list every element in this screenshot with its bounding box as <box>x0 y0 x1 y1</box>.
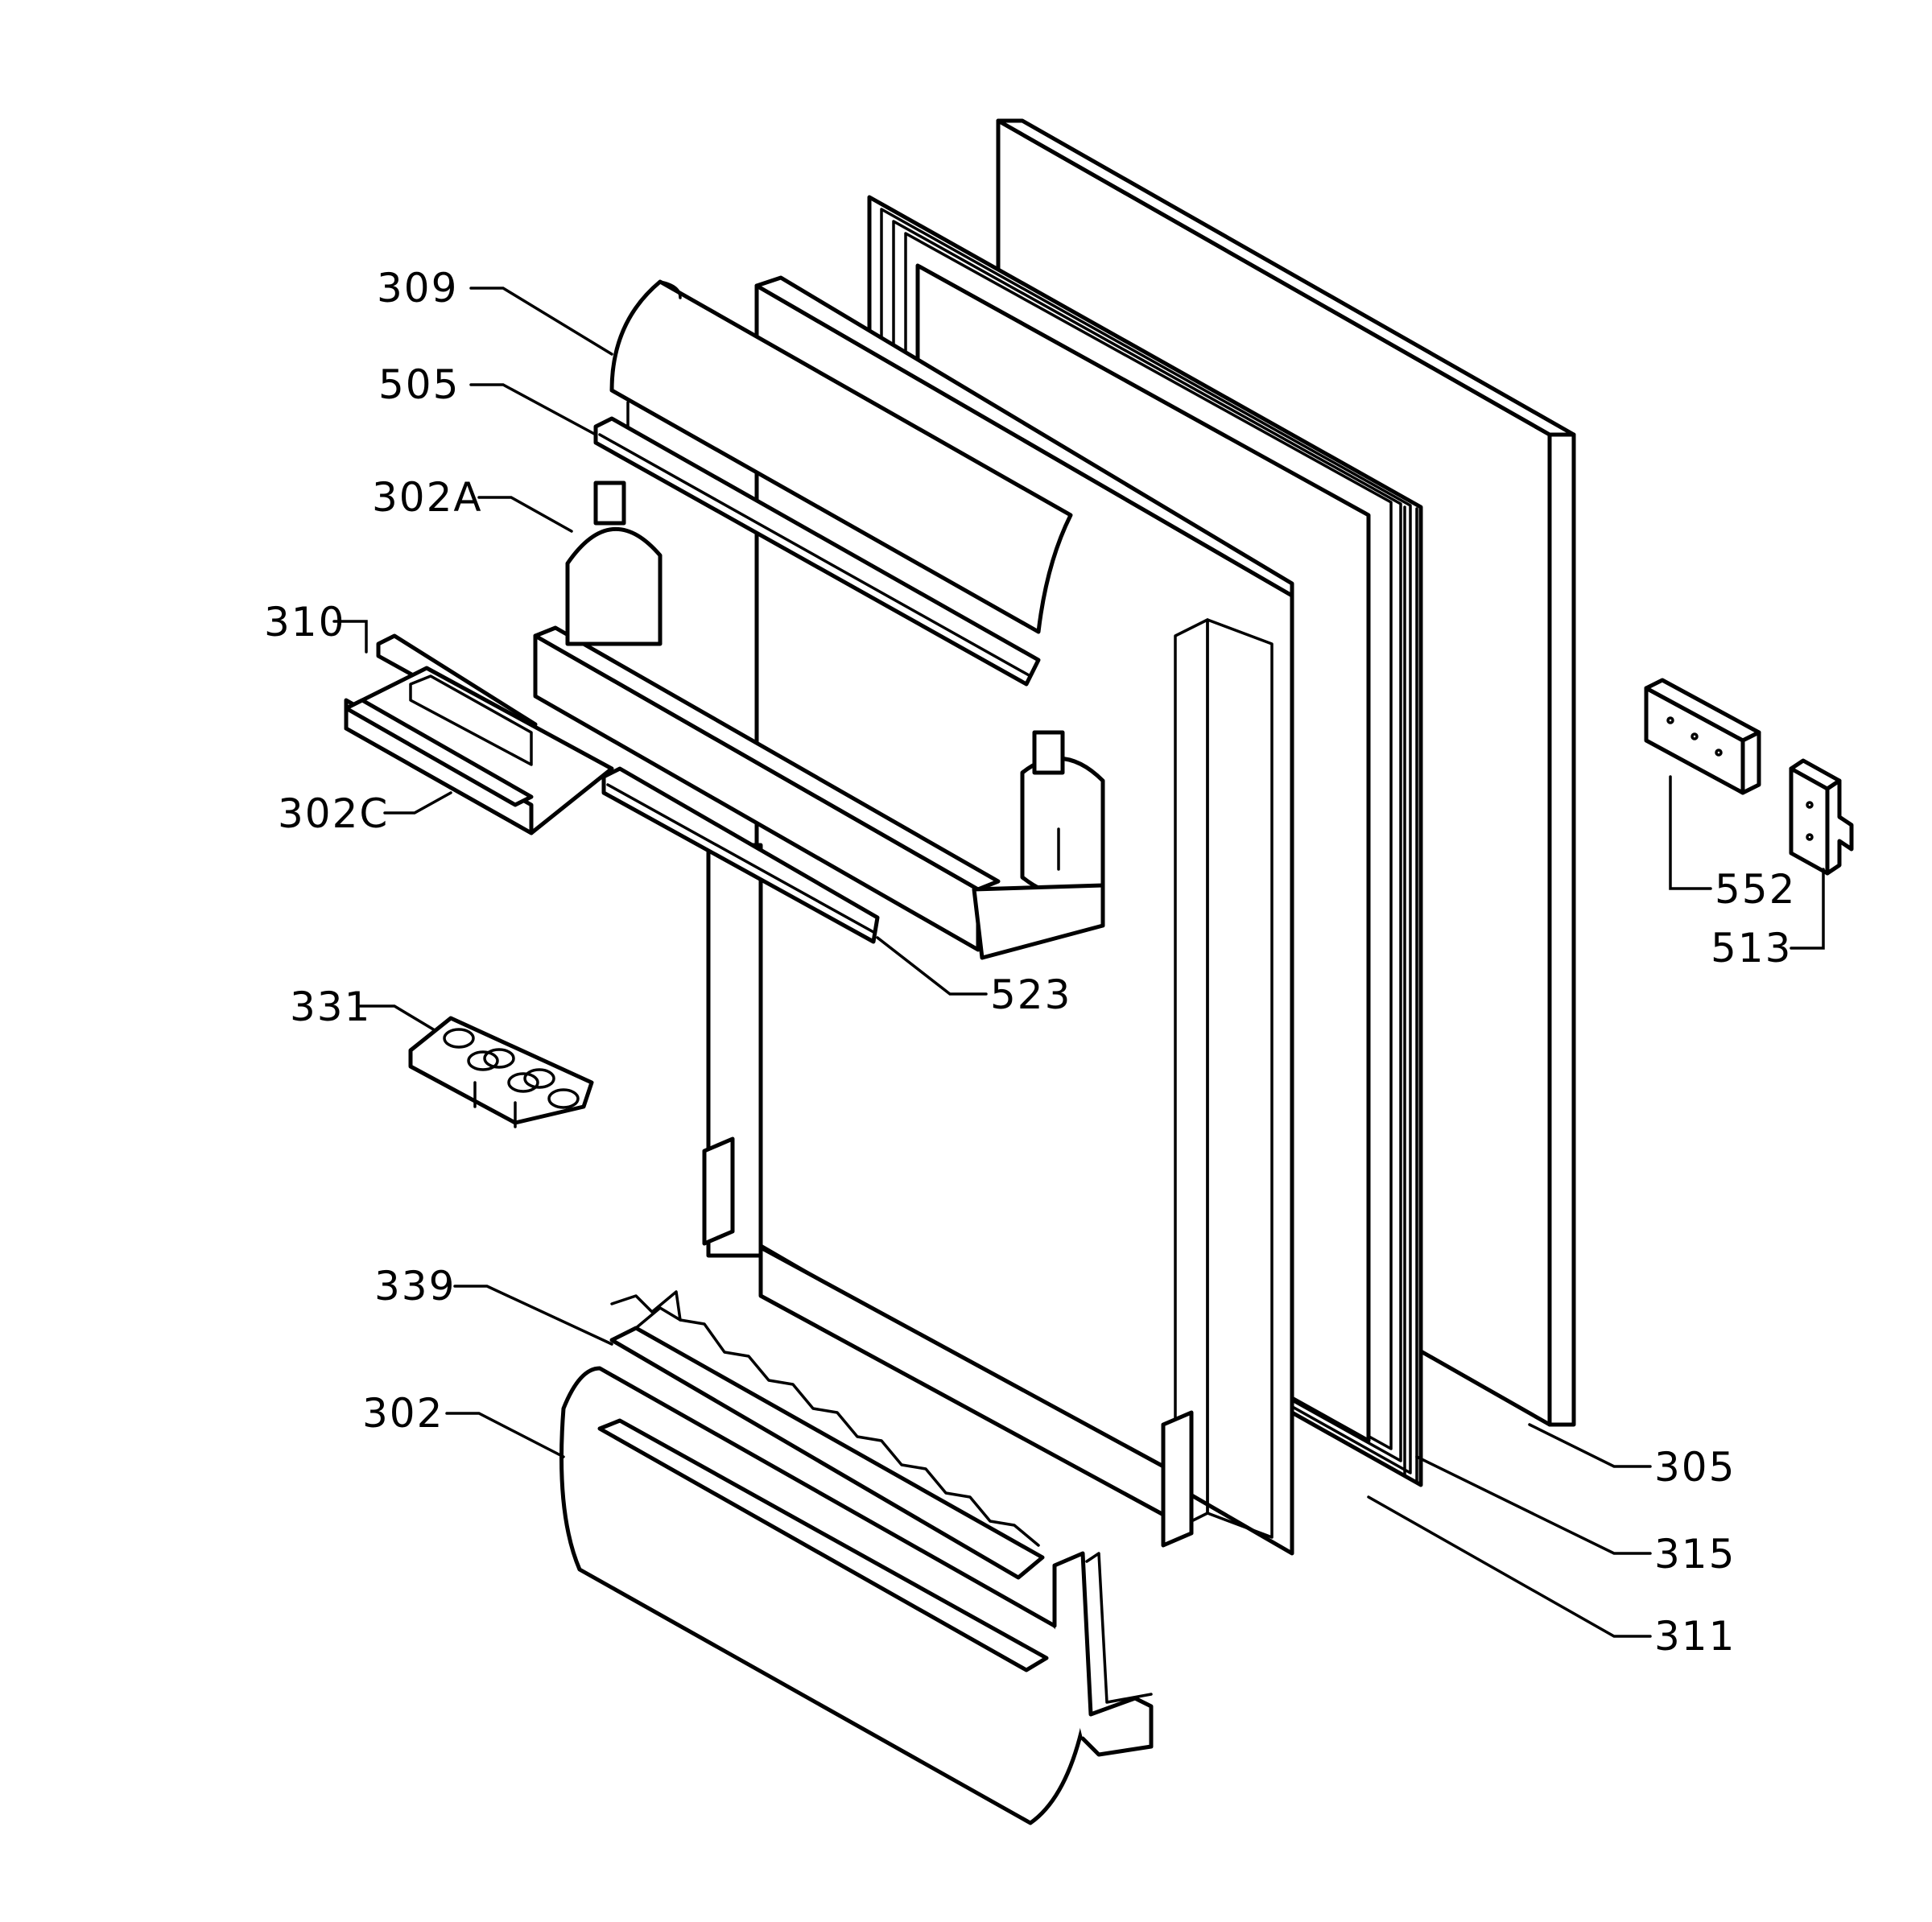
leader-lines <box>332 287 1825 1638</box>
part-339-retainer <box>609 1290 1045 1580</box>
part-331-egg-tray <box>408 1016 594 1128</box>
part-505-flap-rail <box>593 416 1041 687</box>
part-302-lower-bin <box>559 1366 1154 1825</box>
callout-302C: 302C <box>278 790 389 837</box>
part-302A-upper-bin <box>533 480 1105 960</box>
callout-311: 311 <box>1654 1613 1736 1660</box>
callout-331: 331 <box>290 984 371 1030</box>
callout-523: 523 <box>990 971 1071 1018</box>
callout-302: 302 <box>362 1390 444 1437</box>
part-513-hinge-pin <box>1789 758 1854 876</box>
callout-305: 305 <box>1654 1444 1736 1491</box>
part-309-flap <box>609 279 1073 634</box>
callout-505: 505 <box>378 361 460 408</box>
callout-315: 315 <box>1654 1531 1736 1578</box>
part-523-bin-rail <box>601 766 880 944</box>
callout-309: 309 <box>377 265 458 311</box>
callout-302A: 302A <box>372 474 483 521</box>
callout-labels: 309 505 302A 310 302C 331 523 339 302 55… <box>264 265 1796 1660</box>
part-552-hinge <box>1644 678 1761 795</box>
part-302C-small-bin <box>344 666 614 835</box>
callout-339: 339 <box>374 1263 456 1310</box>
callout-552: 552 <box>1715 866 1796 913</box>
callout-513: 513 <box>1711 925 1792 971</box>
callout-310: 310 <box>264 599 345 645</box>
